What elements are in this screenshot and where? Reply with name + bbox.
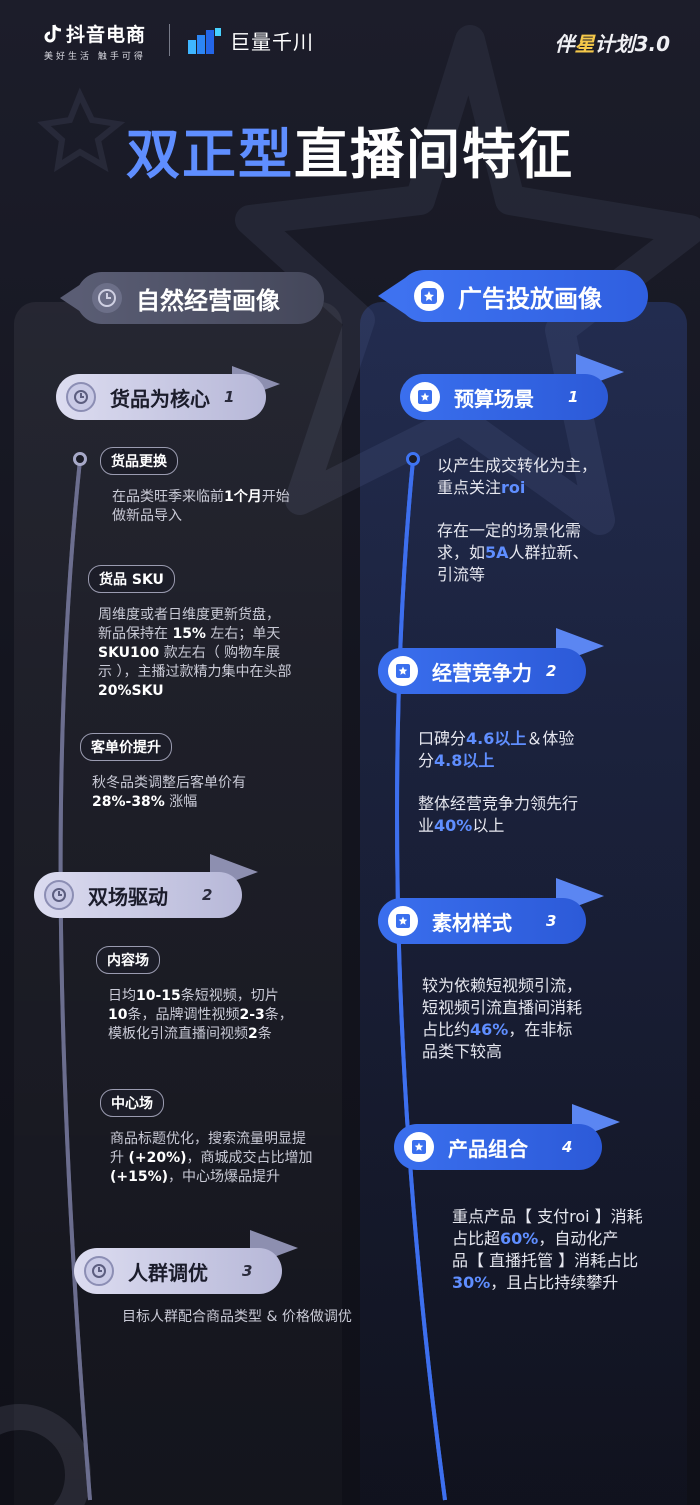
douyin-ecommerce-logo: 抖音电商 美好生活 触手可得 xyxy=(44,20,146,62)
left-section-3-number: 3 xyxy=(242,1262,253,1280)
left-section-2-label: 双场驱动 xyxy=(88,884,168,909)
plan-text-2: 计划 xyxy=(594,32,635,56)
right-section-4-number: 4 xyxy=(562,1138,573,1156)
page-title: 双正型直播间特征 xyxy=(0,110,700,189)
text-competitiveness-1: 口碑分4.6以上＆体验 分4.8以上 xyxy=(418,729,575,770)
left-section-2-pill: 双场驱动 2 xyxy=(34,872,242,918)
header-divider xyxy=(169,24,170,56)
douyin-note-icon xyxy=(44,24,62,42)
star-icon xyxy=(410,382,440,412)
left-section-3-label: 人群调优 xyxy=(128,1260,208,1285)
right-section-4-label: 产品组合 xyxy=(448,1136,528,1161)
text-center-field: 商品标题优化，搜索流量明显提 升 (+20%)，商城成交占比增加 (+15%)，… xyxy=(110,1131,313,1185)
text-goods-sku: 周维度或者日维度更新货盘， 新品保持在 15% 左右；单天 SKU100 款左右… xyxy=(98,607,292,699)
plan-text-star: 星 xyxy=(574,32,595,56)
qianchuan-bars-icon xyxy=(188,27,221,54)
right-column-heading: 广告投放画像 xyxy=(398,270,648,322)
title-highlight: 双正型 xyxy=(126,123,294,186)
left-section-2-number: 2 xyxy=(202,886,213,904)
star-icon xyxy=(404,1132,434,1162)
clock-icon xyxy=(44,880,74,910)
right-section-1-number: 1 xyxy=(568,388,579,406)
star-icon xyxy=(414,281,444,311)
text-audience-tuning: 目标人群配合商品类型 & 价格做调优 xyxy=(122,1309,352,1325)
text-budget-scene-2: 存在一定的场景化需 求，如5A人群拉新、 引流等 xyxy=(437,521,589,584)
timeline-dot xyxy=(73,452,87,466)
douyin-brand-name: 抖音电商 xyxy=(66,24,147,46)
plan-badge: 伴星计划3.0 xyxy=(555,28,670,57)
left-heading-text: 自然经营画像 xyxy=(136,286,280,315)
star-icon xyxy=(388,906,418,936)
right-section-3-number: 3 xyxy=(546,912,557,930)
right-section-3-pill: 素材样式 3 xyxy=(378,898,586,944)
tag-center-field: 中心场 xyxy=(100,1089,164,1117)
clock-icon xyxy=(84,1256,114,1286)
right-section-2-number: 2 xyxy=(546,662,557,680)
text-material-style: 较为依赖短视频引流， 短视频引流直播间消耗 占比约46%，在非标 品类下较高 xyxy=(422,976,583,1061)
title-main: 直播间特征 xyxy=(294,123,574,186)
clock-icon xyxy=(92,283,122,313)
right-section-2-label: 经营竞争力 xyxy=(432,660,532,685)
text-product-mix: 重点产品【 支付roi 】消耗 占比超60%，自动化产 品【 直播托管 】消耗占… xyxy=(452,1207,643,1292)
left-section-1-number: 1 xyxy=(224,388,235,406)
right-section-1-label: 预算场景 xyxy=(454,386,534,411)
left-section-1-label: 货品为核心 xyxy=(110,386,210,411)
tag-goods-sku: 货品 SKU xyxy=(88,565,175,593)
star-icon xyxy=(388,656,418,686)
right-heading-text: 广告投放画像 xyxy=(458,284,602,313)
left-column-heading: 自然经营画像 xyxy=(76,272,324,324)
qianchuan-brand-name: 巨量千川 xyxy=(230,30,314,54)
text-competitiveness-2: 整体经营竞争力领先行 业40%以上 xyxy=(418,794,579,835)
left-section-3-pill: 人群调优 3 xyxy=(74,1248,282,1294)
clock-icon xyxy=(66,382,96,412)
left-section-1-pill: 货品为核心 1 xyxy=(56,374,266,420)
right-section-2-pill: 经营竞争力 2 xyxy=(378,648,586,694)
text-goods-change: 在品类旺季来临前1个月开始 做新品导入 xyxy=(112,489,290,524)
tag-content-field: 内容场 xyxy=(96,946,160,974)
timeline-dot xyxy=(406,452,420,466)
text-budget-scene-1: 以产生成交转化为主， 重点关注roi xyxy=(437,456,598,497)
plan-text-1: 伴 xyxy=(554,32,575,56)
tag-goods-change: 货品更换 xyxy=(100,447,178,475)
right-section-4-pill: 产品组合 4 xyxy=(394,1124,602,1170)
right-section-1-pill: 预算场景 1 xyxy=(400,374,608,420)
text-content-field: 日均10-15条短视频，切片 10条，品牌调性视频2-3条， 模板化引流直播间视… xyxy=(108,988,293,1042)
qianchuan-logo: 巨量千川 xyxy=(188,26,314,55)
right-section-3-label: 素材样式 xyxy=(432,910,512,935)
tag-price-up: 客单价提升 xyxy=(80,733,172,761)
plan-version: 3.0 xyxy=(634,32,670,56)
text-price-up: 秋冬品类调整后客单价有 28%-38% 涨幅 xyxy=(92,775,246,810)
douyin-slogan: 美好生活 触手可得 xyxy=(44,52,146,62)
